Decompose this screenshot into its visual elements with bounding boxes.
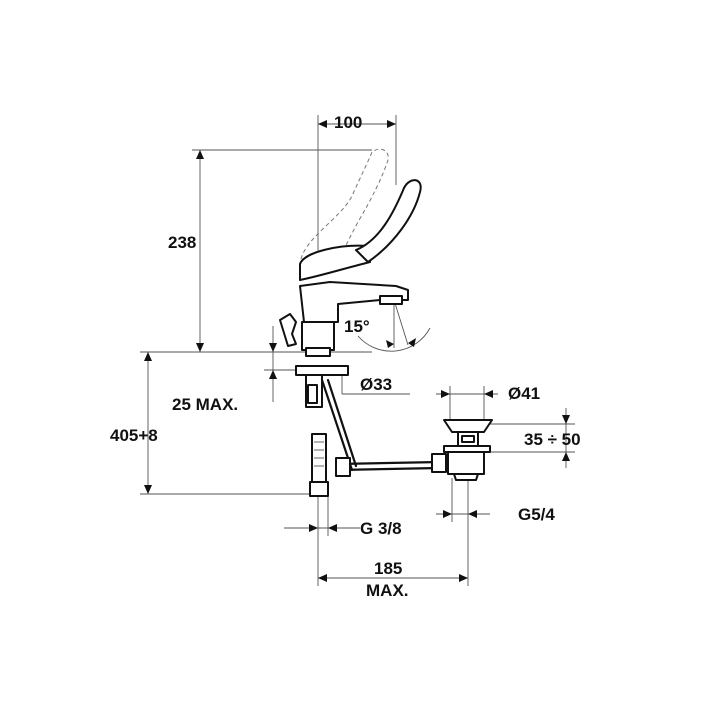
dim-total-height-label: 405+8 (110, 426, 158, 445)
dim-100-label: 100 (334, 113, 362, 132)
dimension-lines (140, 115, 575, 586)
dim-238-label: 238 (168, 233, 196, 252)
dim-waste-thread-label: G5/4 (518, 505, 555, 524)
dim-reach-value-label: 185 (374, 559, 402, 578)
dim-reach-suffix-label: MAX. (366, 581, 409, 600)
dimension-labels: 100 238 15° Ø33 25 MAX. 405+8 Ø41 35 ÷ 5… (110, 113, 581, 600)
dim-25-max-label: 25 MAX. (172, 395, 238, 414)
dim-waste-diameter-label: Ø41 (508, 384, 540, 403)
dim-deck-hole-label: Ø33 (360, 375, 392, 394)
dim-supply-thread-label: G 3/8 (360, 519, 402, 538)
dim-waste-range-label: 35 ÷ 50 (524, 430, 581, 449)
dim-15-degree-label: 15° (344, 317, 370, 336)
faucet-body (279, 148, 442, 497)
waste-fitting (431, 419, 493, 481)
